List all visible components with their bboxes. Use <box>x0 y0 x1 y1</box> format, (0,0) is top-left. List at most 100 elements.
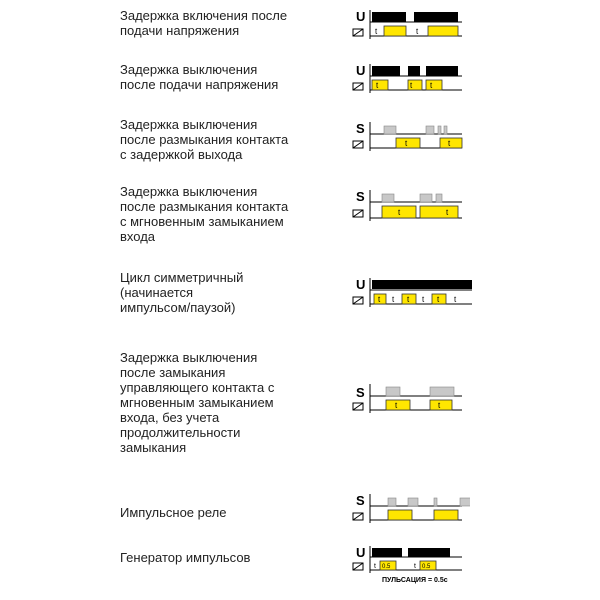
output-pulse <box>427 25 459 37</box>
function-7-description: Импульсное реле <box>120 505 227 520</box>
function-6-diagram: S t t <box>350 382 470 423</box>
time-label: t <box>392 295 395 304</box>
time-label: t <box>375 27 378 36</box>
output-pulse <box>433 509 459 521</box>
function-3-description: Задержка выключения после размыкания кон… <box>120 117 289 162</box>
time-label: t <box>405 139 408 148</box>
contact-pulse <box>437 125 442 135</box>
signal-label: S <box>356 493 365 508</box>
time-label: t <box>430 81 433 90</box>
supply-pulse <box>414 12 458 22</box>
signal-label: S <box>356 385 365 400</box>
function-7-diagram: S <box>350 492 473 533</box>
output-pulse <box>371 79 389 91</box>
time-label: t <box>410 81 413 90</box>
contact-pulse <box>381 193 395 203</box>
timing-chart: t t <box>352 190 462 221</box>
output-pulse <box>419 560 437 571</box>
time-label: t <box>422 295 425 304</box>
contact-pulse <box>385 386 401 397</box>
relay-coil-icon <box>352 562 364 571</box>
timing-chart: t t t <box>352 64 462 93</box>
relay-coil-icon <box>352 82 364 91</box>
time-label: t <box>446 208 449 217</box>
output-pulse <box>379 560 397 571</box>
output-pulse <box>381 205 417 219</box>
supply-pulse <box>372 280 472 289</box>
timing-chart: t t <box>352 122 463 151</box>
signal-label: S <box>356 121 365 136</box>
relay-coil-icon <box>352 296 364 305</box>
function-2-diagram: U t t t <box>350 62 470 103</box>
output-pulse <box>373 293 387 305</box>
time-label: t <box>437 295 440 304</box>
function-1-description: Задержка включения после подачи напряжен… <box>120 8 288 38</box>
signal-label: S <box>356 189 365 204</box>
output-pulse <box>395 137 421 149</box>
time-label: t <box>376 81 379 90</box>
output-pulse <box>429 399 453 411</box>
supply-pulse <box>372 12 406 22</box>
function-8-diagram: U t 0.5 t 0.5 ПУЛЬСАЦИЯ = 0.5с <box>350 544 470 593</box>
function-5-description: Цикл симметричный (начинается импульсом/… <box>120 270 244 315</box>
signal-label: U <box>356 63 366 78</box>
timing-chart: t t <box>352 10 462 39</box>
time-label: t <box>407 295 410 304</box>
supply-pulse <box>408 66 420 76</box>
output-pulse <box>419 205 459 219</box>
supply-pulse <box>408 548 450 557</box>
output-pulse <box>387 509 413 521</box>
time-label: t <box>378 295 381 304</box>
function-3-diagram: S t t <box>350 120 470 161</box>
relay-coil-icon <box>352 512 364 521</box>
contact-pulse <box>459 497 473 507</box>
time-label: t <box>414 563 416 570</box>
supply-pulse <box>372 548 402 557</box>
signal-label: U <box>356 277 366 292</box>
timing-chart: t t t t t t <box>352 278 472 307</box>
output-pulse <box>401 293 417 305</box>
output-pulse <box>385 399 411 411</box>
output-pulse <box>431 293 447 305</box>
pulse-duration-label: 0.5 <box>422 564 431 570</box>
timing-chart: t 0.5 t 0.5 ПУЛЬСАЦИЯ = 0.5с <box>352 546 462 584</box>
supply-pulse <box>426 66 458 76</box>
pulse-note: ПУЛЬСАЦИЯ = 0.5с <box>382 577 448 584</box>
timing-chart: t t <box>352 384 462 413</box>
relay-coil-icon <box>352 140 364 149</box>
time-label: t <box>416 27 419 36</box>
contact-pulse <box>433 497 438 507</box>
pulse-duration-label: 0.5 <box>382 564 391 570</box>
time-label: t <box>454 295 457 304</box>
contact-pulse <box>425 125 435 135</box>
time-label: t <box>448 139 451 148</box>
time-label: t <box>395 401 398 410</box>
function-5-diagram: U t t t t t t <box>350 276 475 317</box>
function-1-diagram: U t t <box>350 8 470 49</box>
signal-label: U <box>356 9 366 24</box>
function-6-description: Задержка выключения после замыкания упра… <box>120 350 275 455</box>
function-4-description: Задержка выключения после размыкания кон… <box>120 184 289 244</box>
signal-label: U <box>356 545 366 560</box>
contact-pulse <box>435 193 443 203</box>
time-label: t <box>374 563 376 570</box>
output-pulse <box>383 25 407 37</box>
contact-pulse <box>383 125 397 135</box>
time-label: t <box>398 208 401 217</box>
relay-coil-icon <box>352 28 364 37</box>
function-2-description: Задержка выключения после подачи напряже… <box>120 62 279 92</box>
function-4-diagram: S t t <box>350 188 470 229</box>
relay-coil-icon <box>352 209 364 218</box>
output-pulse <box>425 79 443 91</box>
function-8-description: Генератор импульсов <box>120 550 251 565</box>
contact-pulse <box>407 497 419 507</box>
contact-pulse <box>443 125 448 135</box>
output-pulse <box>439 137 463 149</box>
time-label: t <box>438 401 441 410</box>
timing-chart <box>352 494 473 523</box>
output-pulse <box>407 79 423 91</box>
supply-pulse <box>372 66 400 76</box>
contact-pulse <box>429 386 455 397</box>
contact-pulse <box>419 193 433 203</box>
contact-pulse <box>387 497 397 507</box>
